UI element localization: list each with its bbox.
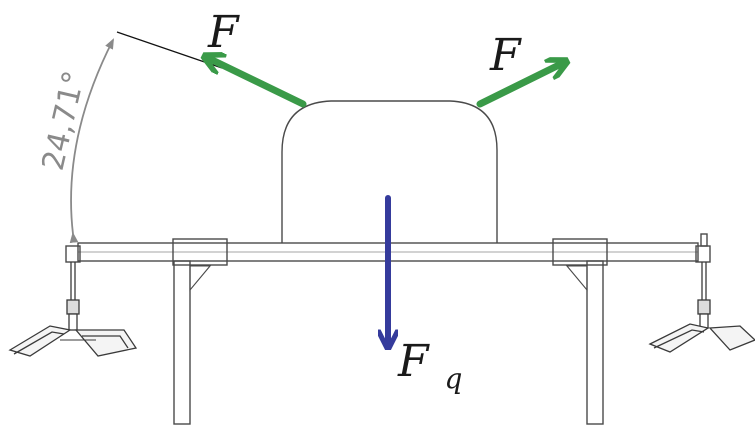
force-left-label: F [207, 7, 240, 58]
right-leg [586, 260, 604, 425]
angle-dimension-icon: 24,71° [36, 31, 223, 244]
angle-label: 24,71° [36, 68, 93, 174]
angle-reference-line [116, 31, 223, 69]
force-arrows [208, 58, 563, 344]
left-brace [189, 265, 212, 292]
force-right-label: F [489, 30, 522, 81]
left-leg [173, 260, 191, 425]
load-block [281, 100, 498, 243]
right-stabilizer-foot-icon [648, 262, 755, 353]
right-collar [552, 238, 608, 266]
force-arrow-right [476, 63, 563, 108]
right-brace [565, 265, 588, 292]
left-end-cap [65, 245, 81, 263]
angle-arc [69, 38, 114, 244]
weight-label-main: F [397, 336, 430, 387]
weight-label: F q [397, 336, 462, 395]
left-stabilizer-foot-icon [8, 262, 138, 357]
right-bolt [700, 233, 708, 247]
weight-label-sub: q [445, 362, 463, 395]
force-arrow-left [208, 58, 307, 108]
left-collar [172, 238, 228, 266]
